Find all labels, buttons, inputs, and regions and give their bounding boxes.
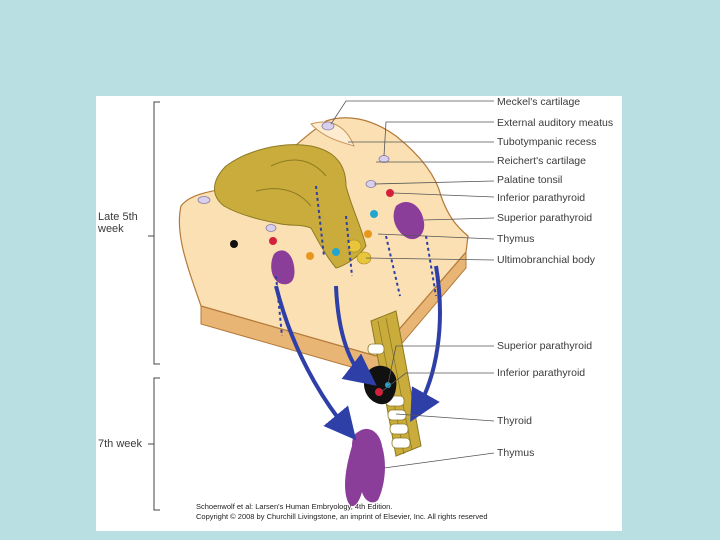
label-external-auditory-meatus: External auditory meatus (497, 117, 614, 129)
label-inferior-parathyroid-bottom: Inferior parathyroid (497, 367, 586, 379)
thymus-migration-arrow (274, 285, 357, 441)
label-ultimobranchial-body: Ultimobranchial body (497, 254, 596, 266)
ultimobranchial-migration-arrow (410, 265, 442, 422)
label-inferior-parathyroid-top: Inferior parathyroid (497, 192, 586, 204)
stage-label-late-5th-week: Late 5th week (98, 211, 138, 235)
trachea-rings (367, 343, 411, 449)
stage-label-7th-week: 7th week (98, 438, 143, 450)
late-5th-week-bracket (153, 101, 160, 365)
figure-panel: Late 5th week 7th week Meckel's cartilag… (96, 96, 622, 531)
stage-label-line2: week (98, 223, 124, 235)
pharyngeal-pouch-diagram (148, 100, 495, 511)
credit-line-1: Schoenwolf et al: Larsen's Human Embryol… (196, 502, 393, 511)
thyroid (363, 365, 397, 405)
label-superior-parathyroid-bottom: Superior parathyroid (497, 340, 593, 352)
label-tubotympanic-recess: Tubotympanic recess (497, 136, 597, 148)
credit-line-2: Copyright © 2008 by Churchill Livingston… (196, 512, 488, 521)
label-thyroid: Thyroid (497, 415, 533, 427)
parathyroid-migration-arrow (334, 285, 377, 386)
7th-week-bracket (153, 377, 160, 511)
stage-label-line1: Late 5th (98, 211, 138, 223)
thymus-primordium (271, 250, 295, 285)
label-superior-parathyroid-top: Superior parathyroid (497, 212, 593, 224)
leader-lines (330, 100, 495, 469)
label-thymus-top: Thymus (497, 233, 535, 245)
label-meckels-cartilage: Meckel's cartilage (497, 96, 581, 108)
thymus (345, 428, 385, 507)
label-thymus-bottom: Thymus (497, 447, 535, 459)
label-palatine-tonsil: Palatine tonsil (497, 174, 563, 186)
label-reicherts-cartilage: Reichert's cartilage (497, 155, 586, 167)
pharynx (214, 144, 367, 269)
